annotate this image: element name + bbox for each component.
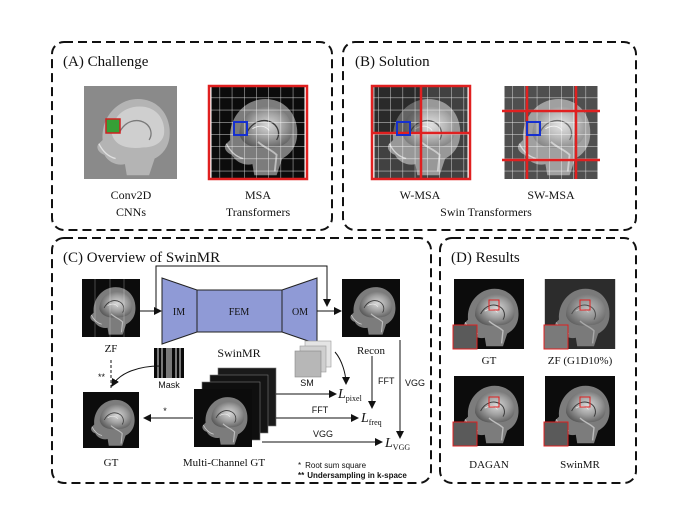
skip-connection-arrow	[155, 265, 331, 311]
wmsa-mri-image	[370, 84, 472, 181]
zf-image	[82, 279, 140, 337]
sm-image-stack	[294, 340, 332, 378]
swmsa-label: SW-MSA	[527, 188, 575, 202]
panel-c-title: (C) Overview of SwinMR	[63, 250, 220, 266]
result-gt-image	[452, 279, 525, 350]
im-label: IM	[173, 307, 185, 318]
msa-sub-label: Transformers	[226, 205, 291, 219]
swmsa-mri-image	[502, 86, 600, 179]
msa-mri-image	[207, 84, 309, 181]
mask-image	[154, 348, 184, 378]
panel-b-title: (B) Solution	[355, 54, 430, 70]
panel-b-frame	[342, 41, 637, 231]
multi-channel-gt-stack	[194, 367, 277, 447]
multi-channel-gt-label: Multi-Channel GT	[183, 457, 265, 469]
result-swinmr-image	[543, 376, 616, 447]
msa-window-border	[207, 84, 309, 181]
panel-a-title: (A) Challenge	[63, 54, 149, 70]
result-swinmr-label: SwinMR	[560, 459, 600, 471]
gt-label: GT	[104, 457, 119, 469]
wmsa-patch-box	[396, 121, 411, 136]
mask-label: Mask	[158, 380, 180, 390]
mask-to-zf-arrow	[111, 365, 161, 387]
gt-image	[82, 392, 140, 448]
loss-pixel: Lpixel	[337, 387, 363, 403]
recon-image	[342, 279, 400, 337]
vgg-mid-label: VGG	[313, 429, 333, 439]
conv-sub-label: CNNs	[116, 205, 146, 219]
result-dagan-image	[452, 376, 525, 447]
result-gt-label: GT	[482, 355, 497, 367]
fem-label: FEM	[229, 307, 250, 318]
wmsa-label: W-MSA	[400, 188, 441, 202]
fem-block	[196, 289, 283, 333]
result-zf-image	[543, 279, 616, 350]
legend-star: *Root sum square	[298, 461, 367, 470]
swin-transformers-label: Swin Transformers	[440, 205, 532, 219]
om-label: OM	[292, 307, 308, 318]
swmsa-patch-box	[526, 121, 541, 136]
conv-kernel-box	[105, 118, 121, 134]
rss-star-mark: *	[163, 406, 167, 416]
panel-d-title: (D) Results	[451, 250, 520, 266]
vgg-right-label: VGG	[405, 378, 425, 388]
fft-right-label: FFT	[378, 376, 395, 386]
result-dagan-label: DAGAN	[469, 459, 509, 471]
recon-to-pixel-arrow	[334, 351, 350, 385]
legend-double-star: **Undersampling in k-space	[298, 471, 407, 480]
panel-d-frame	[439, 237, 637, 484]
result-zf-label: ZF (G1D10%)	[548, 355, 613, 367]
conv-mri-image	[84, 86, 177, 179]
msa-label: MSA	[245, 188, 271, 202]
loss-vgg: LVGG	[384, 436, 410, 452]
loss-freq: Lfreq	[360, 411, 382, 427]
recon-label: Recon	[357, 345, 386, 357]
panel-c-frame	[51, 237, 432, 484]
sm-label: SM	[300, 378, 314, 388]
fft-mid-label: FFT	[312, 405, 329, 415]
swinmr-label: SwinMR	[217, 346, 260, 360]
msa-patch-box	[233, 121, 248, 136]
zf-label: ZF	[105, 343, 118, 355]
double-star-mark: **	[98, 372, 106, 382]
conv-label: Conv2D	[111, 188, 152, 202]
panel-a-frame	[51, 41, 333, 231]
